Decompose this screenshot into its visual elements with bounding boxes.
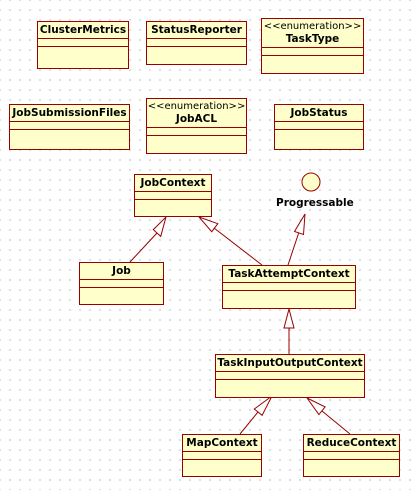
operations-compartment bbox=[304, 460, 399, 476]
attributes-compartment bbox=[183, 452, 261, 460]
class-jobacl[interactable]: <<enumeration>> JobACL bbox=[146, 98, 247, 154]
stereotype-label: <<enumeration>> bbox=[263, 21, 362, 32]
stereotype-label: <<enumeration>> bbox=[147, 101, 246, 112]
attributes-compartment bbox=[10, 122, 129, 130]
job-to-jobcontext-arrowhead bbox=[152, 215, 167, 238]
class-taskattemptcontext[interactable]: TaskAttemptContext bbox=[222, 265, 356, 309]
progressable-interface-icon bbox=[301, 172, 321, 192]
class-name: TaskInputOutputContext bbox=[217, 357, 363, 369]
operations-compartment bbox=[275, 130, 363, 149]
operations-compartment bbox=[183, 460, 261, 476]
taskattempt-to-progressable-arrowhead bbox=[293, 213, 306, 236]
job-to-jobcontext-line bbox=[129, 232, 158, 263]
class-job[interactable]: Job bbox=[79, 262, 164, 305]
class-tasktype[interactable]: <<enumeration>> TaskType bbox=[261, 18, 364, 74]
class-name: JobContext bbox=[140, 177, 206, 189]
class-name: JobACL bbox=[175, 113, 218, 125]
operations-compartment bbox=[10, 130, 129, 149]
mapcontext-to-taskio-line bbox=[239, 411, 259, 435]
class-jobcontext[interactable]: JobContext bbox=[134, 174, 212, 217]
class-name: TaskAttemptContext bbox=[228, 268, 350, 280]
class-name: TaskType bbox=[285, 33, 340, 45]
operations-compartment bbox=[216, 380, 364, 397]
class-name: ReduceContext bbox=[306, 437, 397, 449]
class-statusreporter[interactable]: StatusReporter bbox=[146, 21, 247, 65]
progressable-label: Progressable bbox=[276, 197, 354, 209]
attributes-compartment bbox=[216, 372, 364, 380]
attributes-compartment bbox=[275, 122, 363, 130]
class-jobstatus[interactable]: JobStatus bbox=[274, 104, 364, 150]
operations-compartment bbox=[262, 56, 363, 73]
class-name: JobStatus bbox=[290, 107, 348, 119]
class-name: MapContext bbox=[186, 437, 258, 449]
operations-compartment bbox=[147, 47, 246, 64]
attributes-compartment bbox=[147, 128, 246, 136]
class-name: JobSubmissionFiles bbox=[12, 107, 127, 119]
mapcontext-to-taskio-arrowhead bbox=[253, 395, 273, 417]
attributes-compartment bbox=[80, 280, 163, 288]
class-name: StatusReporter bbox=[151, 24, 242, 36]
attributes-compartment bbox=[304, 452, 399, 460]
operations-compartment bbox=[223, 291, 355, 308]
taskattempt-to-progressable-line bbox=[287, 231, 300, 266]
operations-compartment bbox=[135, 200, 211, 216]
class-name: ClusterMetrics bbox=[39, 24, 127, 36]
operations-compartment bbox=[38, 47, 128, 68]
taskio-to-taskattempt-arrowhead bbox=[283, 307, 295, 329]
class-jobsubmissionfiles[interactable]: JobSubmissionFiles bbox=[9, 104, 130, 150]
taskattempt-to-jobcontext-line bbox=[213, 227, 263, 266]
reducecontext-to-taskio-arrowhead bbox=[306, 397, 326, 416]
attributes-compartment bbox=[262, 48, 363, 56]
class-name: Job bbox=[112, 265, 131, 277]
attributes-compartment bbox=[223, 283, 355, 291]
attributes-compartment bbox=[135, 192, 211, 200]
class-clustermetrics[interactable]: ClusterMetrics bbox=[37, 21, 129, 69]
class-mapcontext[interactable]: MapContext bbox=[182, 434, 262, 477]
operations-compartment bbox=[80, 288, 163, 304]
class-taskinputoutputcontext[interactable]: TaskInputOutputContext bbox=[215, 354, 365, 398]
attributes-compartment bbox=[147, 39, 246, 47]
reducecontext-to-taskio-line bbox=[321, 410, 351, 435]
attributes-compartment bbox=[38, 39, 128, 47]
class-reducecontext[interactable]: ReduceContext bbox=[303, 434, 400, 477]
operations-compartment bbox=[147, 136, 246, 153]
taskattempt-to-jobcontext-arrowhead bbox=[197, 215, 219, 233]
